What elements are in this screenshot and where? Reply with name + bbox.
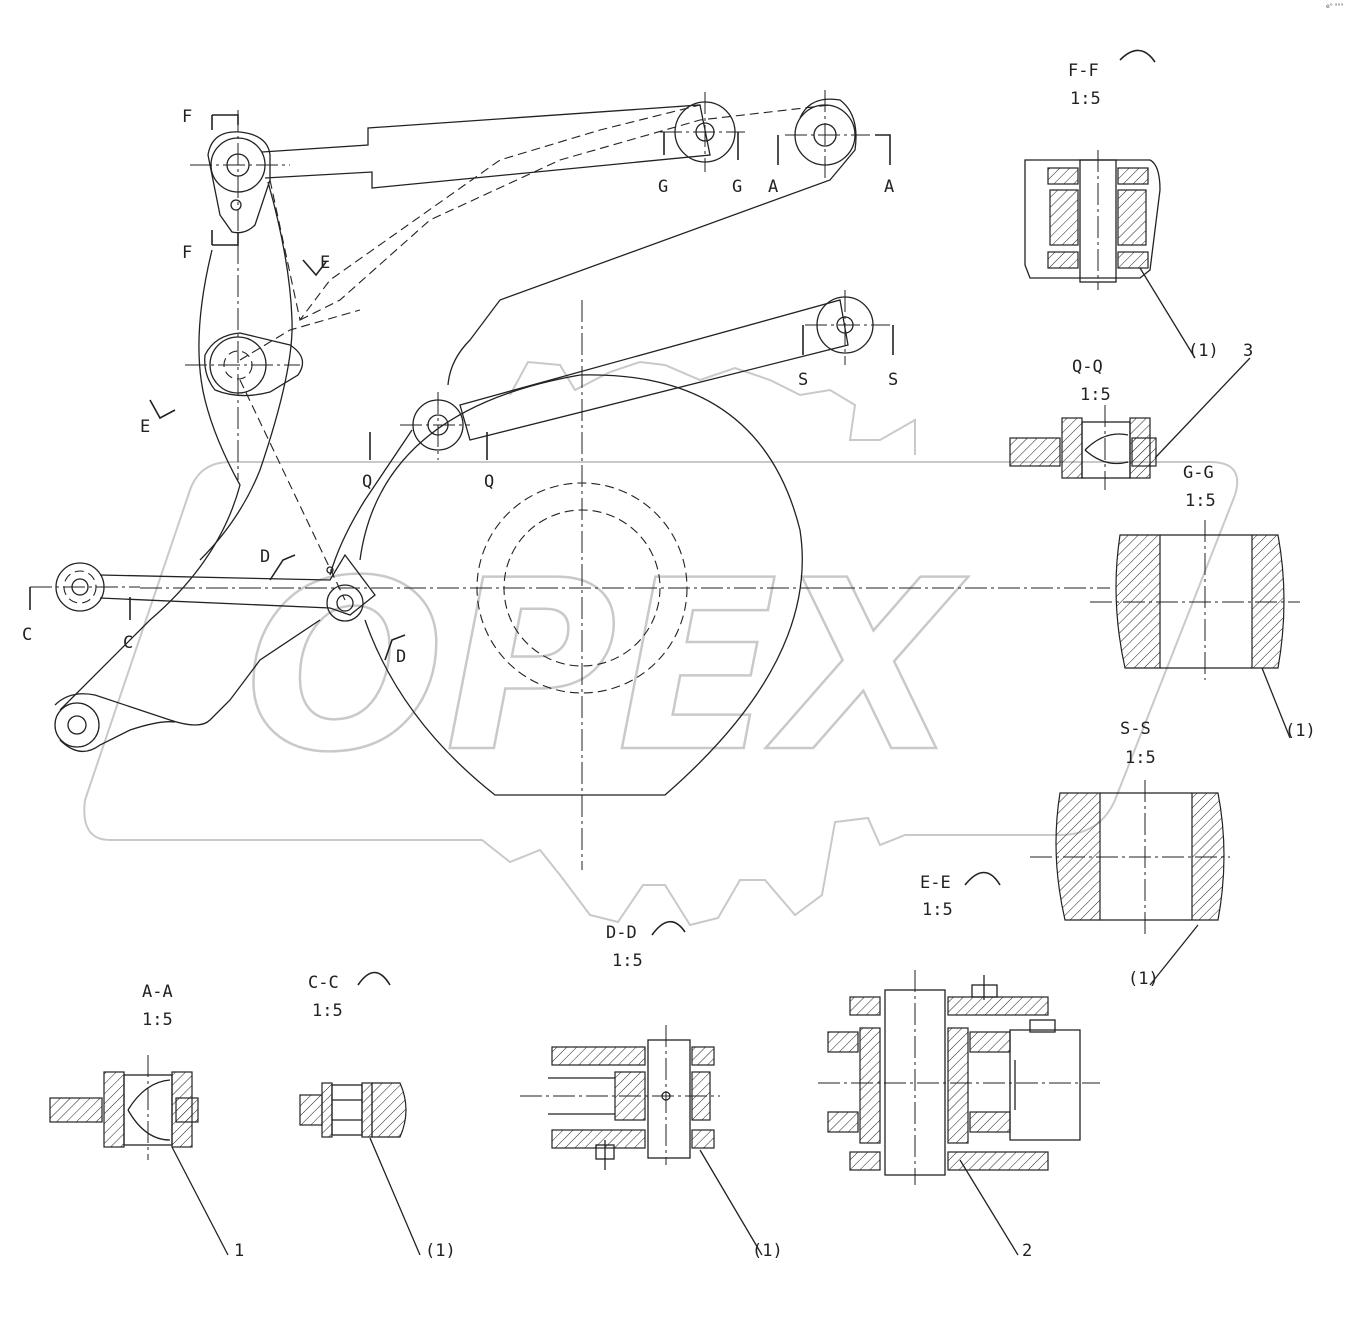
rotate-arrow-ff [1119,49,1156,63]
callout-2: 2 [1022,1241,1032,1261]
section-cc-scale: 1:5 [312,1001,343,1021]
section-dd: D-D 1:5 [606,920,686,971]
cut-label-d-bottom: D [396,647,406,667]
section-ff-callout: (1) [1188,341,1219,361]
section-gg-title: G-G [1183,463,1214,483]
main-linkage-view [30,90,1110,870]
callout-3: 3 [1243,341,1253,361]
cut-label-g-left: G [658,177,668,197]
section-ss-callout: (1) [1128,969,1159,989]
section-gg-scale: 1:5 [1185,491,1216,511]
section-dd-detail: (1) [520,1025,783,1261]
rotate-arrow-cc [357,971,391,986]
cut-label-a-right: A [884,177,894,197]
callout-1: 1 [234,1241,244,1261]
section-aa-title: A-A [142,982,173,1002]
rotate-arrow-ee [964,871,1001,886]
cut-label-q-left: Q [362,472,372,492]
cut-label-f-top: F [182,107,192,127]
section-gg-callout: (1) [1285,721,1316,741]
cut-label-a-left: A [768,177,778,197]
cut-label-e-bottom: E [140,417,150,437]
section-ss-title: S-S [1120,719,1151,739]
corner-mark: e° °°° [1326,3,1344,10]
section-dd-scale: 1:5 [612,951,643,971]
section-cc-title: C-C [308,973,339,993]
section-qq: Q-Q 1:5 3 [1009,341,1253,490]
section-gg: G-G 1:5 (1) [1090,463,1316,741]
section-dd-callout: (1) [752,1241,783,1261]
cut-label-c-left: C [22,625,32,645]
cut-markers: F F G G A A E E S S Q Q C C D D [22,107,898,667]
section-aa-scale: 1:5 [142,1010,173,1030]
section-ee: E-E 1:5 [920,871,1001,920]
cut-label-g-right: G [732,177,742,197]
rotate-arrow-dd [651,920,686,936]
section-aa: A-A 1:5 1 [49,982,244,1261]
section-ss: S-S 1:5 (1) [1030,719,1230,989]
section-cc: C-C 1:5 (1) [299,971,456,1261]
cut-label-f-bottom: F [182,243,192,263]
section-cc-callout: (1) [425,1241,456,1261]
section-ff-scale: 1:5 [1070,89,1101,109]
watermark-text: OPEX [245,531,969,804]
cut-label-e-top: E [320,253,330,273]
cut-label-c-right: C [123,633,133,653]
section-ff: F-F 1:5 (1) [1024,49,1219,361]
section-qq-scale: 1:5 [1080,385,1111,405]
cut-label-q-right: Q [484,472,494,492]
section-ee-title: E-E [920,873,951,893]
section-ff-title: F-F [1068,61,1099,81]
section-ss-scale: 1:5 [1125,748,1156,768]
cut-label-s-right: S [888,370,898,390]
cut-label-d-top: D [260,547,270,567]
watermark-logo: OPEX [83,360,1239,927]
cut-label-s-left: S [798,370,808,390]
section-dd-title: D-D [606,923,637,943]
section-ee-detail: 2 [818,970,1100,1261]
section-ee-scale: 1:5 [922,900,953,920]
section-qq-title: Q-Q [1072,357,1103,377]
